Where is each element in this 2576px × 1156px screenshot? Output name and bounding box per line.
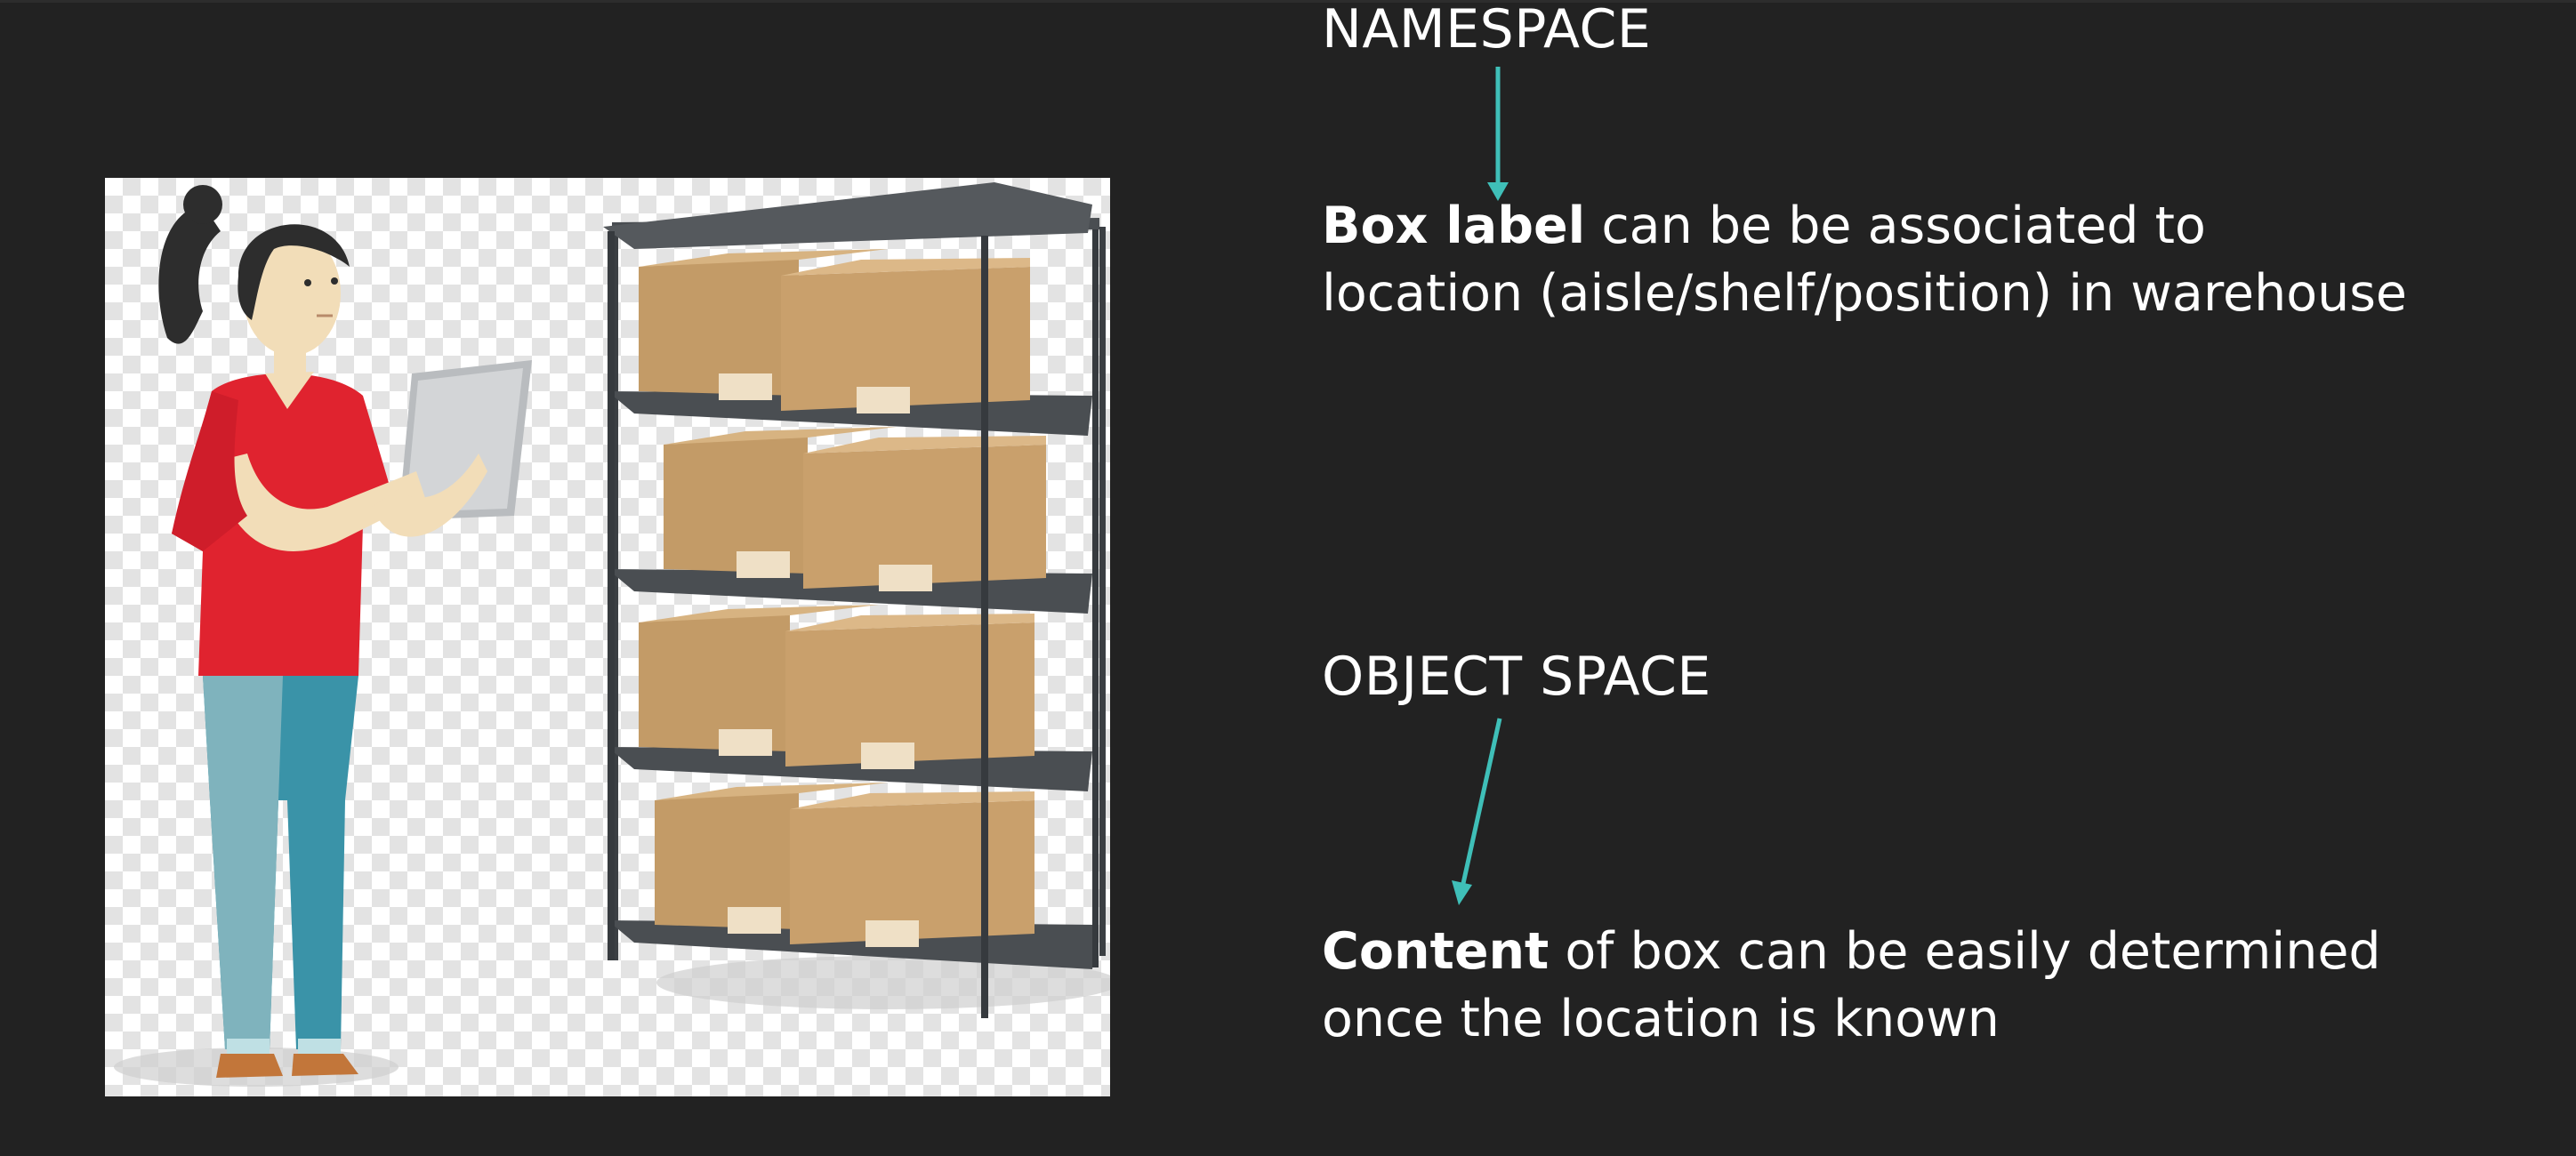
box-row-3 [639,605,1034,769]
slide-top-border [0,0,2576,3]
warehouse-drawing [114,182,1110,1087]
namespace-caption: Box label can be be associated to locati… [1322,192,2407,327]
namespace-caption-line1-rest: can be be associated to [1585,197,2206,255]
worker-figure [158,185,532,1078]
namespace-down-arrow [1487,67,1509,201]
warehouse-illustration [105,178,1110,1096]
namespace-caption-line-2: location (aisle/shelf/position) in wareh… [1322,264,2407,323]
shelf-unit [603,182,1106,1018]
object-space-caption: Content of box can be easily determined … [1322,918,2381,1053]
object-space-heading: OBJECT SPACE [1322,646,1711,708]
object-space-caption-bold: Content [1322,922,1550,981]
box-row-1 [639,249,1030,413]
object-space-down-arrow [1452,718,1502,905]
object-space-caption-line-2: once the location is known [1322,990,2000,1048]
object-space-caption-line-1: Content of box can be easily determined [1322,918,2381,985]
box-row-4 [655,783,1034,947]
shelf-shadow [656,956,1110,1009]
namespace-caption-line-1: Box label can be be associated to [1322,192,2407,260]
object-space-caption-line1-rest: of box can be easily determined [1549,922,2381,981]
namespace-caption-bold: Box label [1322,197,1586,255]
namespace-heading: NAMESPACE [1322,0,1652,60]
